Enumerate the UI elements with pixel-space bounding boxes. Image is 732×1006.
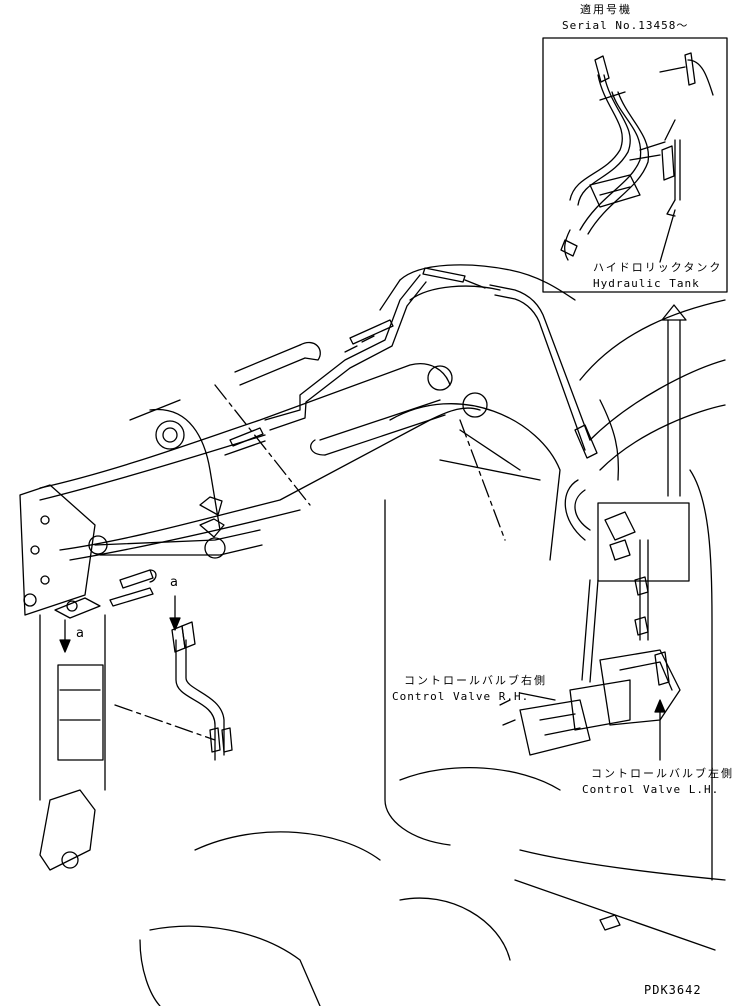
control-valve-rh-label-jp: コントロールバルブ右側	[404, 674, 547, 687]
applicability-label-jp: 適用号機	[580, 3, 632, 16]
callout-a-hose: a	[170, 575, 179, 590]
control-valve-lh-label-en: Control Valve L.H.	[582, 783, 720, 796]
inset-detail-box	[542, 37, 728, 293]
serial-number-label: Serial No.13458～	[562, 19, 689, 32]
hydraulic-tank-label-jp: ハイドロリックタンク	[593, 261, 723, 274]
boom-assembly	[19, 264, 576, 741]
boom-piping	[224, 267, 598, 459]
drawing-number: PDK3642	[644, 983, 702, 997]
attachment	[39, 597, 106, 871]
control-valve-assembly	[499, 479, 690, 761]
reference-arrow	[661, 304, 687, 497]
hydraulic-tank-label-en: Hydraulic Tank	[593, 277, 700, 290]
control-valve-rh-label-en: Control Valve R.H.	[392, 690, 530, 703]
control-valve-lh-label-jp: コントロールバルブ左側	[591, 767, 732, 780]
callout-a-attachment: a	[76, 626, 85, 641]
body-outline	[139, 299, 726, 1006]
hose-detail-a	[59, 569, 233, 761]
